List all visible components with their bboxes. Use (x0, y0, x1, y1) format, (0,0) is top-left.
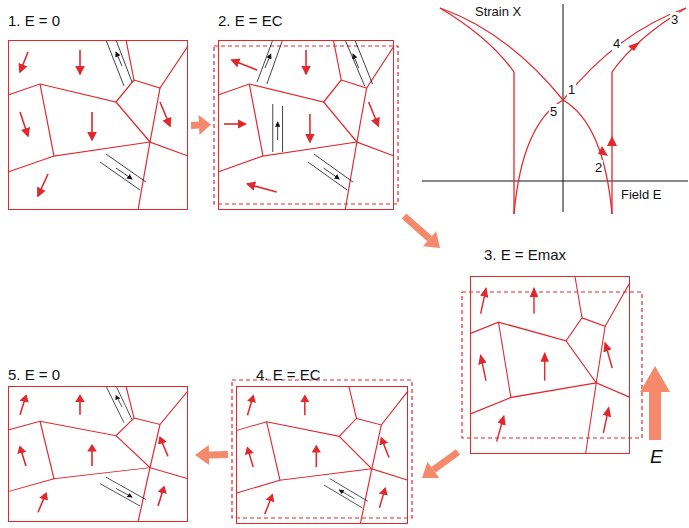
state-number: 5 (549, 104, 558, 119)
step-arrow (195, 445, 228, 465)
state-number: 4 (612, 36, 621, 51)
step-arrow (422, 449, 460, 478)
panel-heading: 4. E = EC (256, 366, 321, 384)
domain-panel: 3. E = Emax (462, 240, 642, 456)
axis-label: Strain X (474, 4, 522, 19)
panel-heading: 5. E = 0 (8, 366, 60, 384)
domain-panel: 1. E = 0 (8, 6, 188, 212)
crystal-outline (218, 40, 394, 210)
crystal-outline (8, 386, 188, 522)
domain-panel: 4. E = EC (232, 360, 414, 526)
state-number: 1 (567, 82, 576, 97)
panel-heading: 3. E = Emax (484, 246, 566, 264)
domain-panel: 2. E = EC (214, 6, 398, 214)
field-label: E (649, 446, 664, 468)
crystal-outline (470, 276, 630, 454)
state-number: 2 (594, 160, 603, 175)
state-number: 3 (670, 12, 679, 27)
crystal-outline (236, 386, 408, 524)
axis-label: Field E (620, 187, 662, 202)
panel-heading: 1. E = 0 (8, 12, 60, 30)
domain-panel: 5. E = 0 (8, 360, 190, 524)
step-arrow (191, 115, 211, 135)
panel-heading: 2. E = EC (218, 12, 283, 30)
step-arrow (402, 213, 440, 248)
crystal-outline (8, 40, 188, 210)
